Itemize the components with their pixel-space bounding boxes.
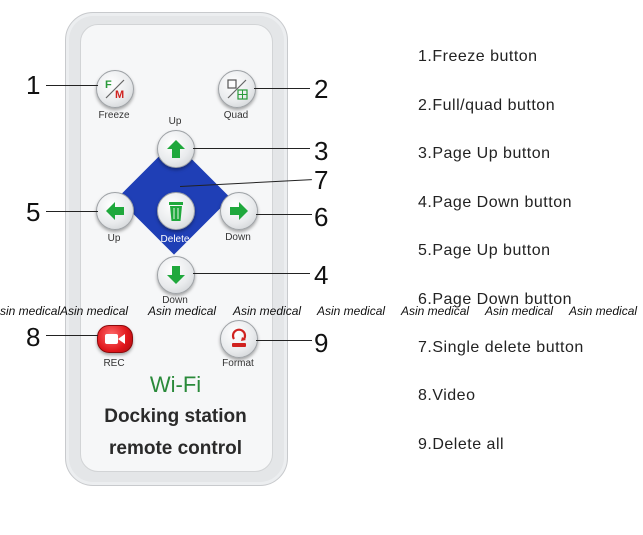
watermark-text: Asin medical <box>0 304 61 318</box>
arrow-left-icon <box>106 202 124 220</box>
arrow-right-icon <box>230 202 248 220</box>
down-bottom-label: Down <box>162 295 188 306</box>
trash-icon <box>169 202 183 221</box>
callout-number-3: 3 <box>314 136 329 166</box>
arrow-up-icon <box>167 140 185 158</box>
legend-item: 7.Single delete button <box>418 339 584 356</box>
callout-line-9 <box>256 340 312 341</box>
watermark-text: Asin medical <box>148 304 217 318</box>
callout-line-6 <box>256 214 312 215</box>
quad-button[interactable] <box>218 70 256 108</box>
svg-text:F: F <box>105 79 112 91</box>
video-camera-icon <box>105 334 125 344</box>
up-top-label: Up <box>168 116 182 127</box>
remote-title-line2: remote control <box>108 438 243 459</box>
format-label: Format <box>222 358 254 369</box>
callout-number-5: 5 <box>26 197 41 227</box>
legend-item: 3.Page Up button <box>418 145 551 162</box>
format-icon <box>231 328 247 347</box>
rec-button[interactable] <box>97 325 133 353</box>
wifi-text: Wi-Fi <box>149 372 202 397</box>
delete-button[interactable] <box>157 192 195 230</box>
freeze-icon: F M <box>105 79 125 101</box>
callout-number-2: 2 <box>314 74 329 104</box>
quad-label: Quad <box>223 110 249 121</box>
arrow-down-icon <box>167 266 185 284</box>
page-down-button[interactable] <box>157 256 195 294</box>
legend-item: 6.Page Down button <box>418 291 572 308</box>
callout-number-6: 6 <box>314 202 329 232</box>
legend-item: 4.Page Down button <box>418 194 572 211</box>
watermark-text: Asin medical <box>485 304 554 318</box>
callout-number-7: 7 <box>314 165 329 195</box>
callout-number-4: 4 <box>314 260 329 290</box>
callout-line-1 <box>46 85 98 86</box>
callout-line-4 <box>193 273 310 274</box>
callout-number-9: 9 <box>314 328 329 358</box>
delete-label: Delete <box>160 234 190 245</box>
down-right-label: Down <box>225 232 251 243</box>
svg-text:M: M <box>115 89 124 101</box>
freeze-label: Freeze <box>98 110 130 121</box>
callout-line-3 <box>193 148 310 149</box>
watermark-text: Asin medical <box>317 304 386 318</box>
watermark-text: Asin medical <box>233 304 302 318</box>
legend-item: 2.Full/quad button <box>418 97 556 114</box>
callout-line-8 <box>46 335 98 336</box>
callout-line-5 <box>46 211 98 212</box>
legend-item: 8.Video <box>418 387 476 404</box>
quad-icon <box>227 79 248 100</box>
legend-item: 9.Delete all <box>418 436 505 453</box>
watermark-text: Asin medical <box>60 304 129 318</box>
page-up-button[interactable] <box>157 130 195 168</box>
legend-item: 5.Page Up button <box>418 242 551 259</box>
watermark-text: Asin medical <box>401 304 470 318</box>
callout-number-1: 1 <box>26 70 41 100</box>
callout-number-8: 8 <box>26 322 41 352</box>
page-up-left-button[interactable] <box>96 192 134 230</box>
legend-item: 1.Freeze button <box>418 48 538 65</box>
watermark-text: Asin medical <box>569 304 638 318</box>
callout-line-2 <box>254 88 310 89</box>
freeze-button[interactable]: F M <box>96 70 134 108</box>
page-down-right-button[interactable] <box>220 192 258 230</box>
rec-label: REC <box>103 358 125 369</box>
up-left-label: Up <box>107 233 121 244</box>
remote-title-line1: Docking station <box>104 406 247 427</box>
format-button[interactable] <box>220 320 258 358</box>
